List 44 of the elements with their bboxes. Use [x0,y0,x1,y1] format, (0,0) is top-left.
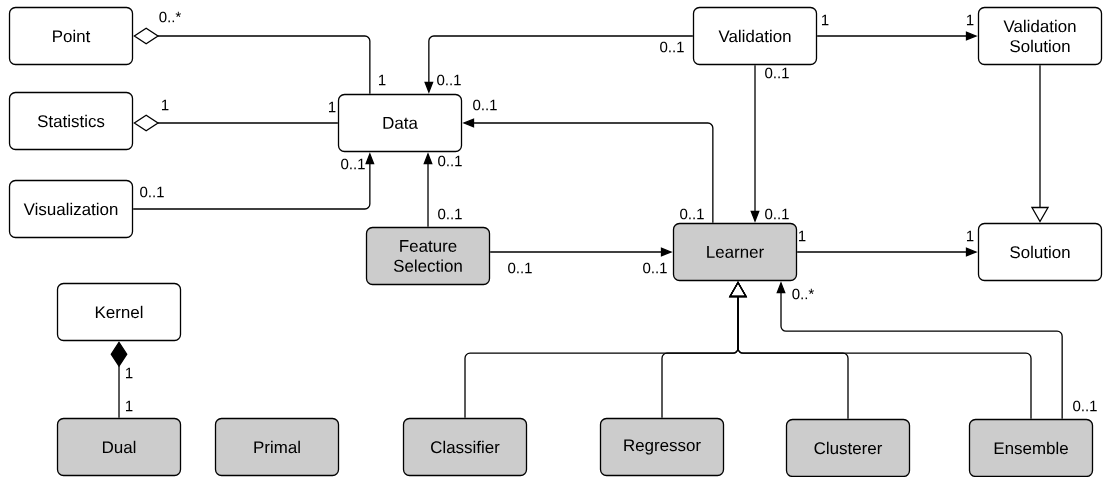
multiplicity-label: 0..1 [341,158,365,170]
multiplicity-label: 1 [967,230,974,242]
class-box: Learner [672,222,798,282]
multiplicity-label: 0..1 [438,155,462,167]
multiplicity-label: 0..* [792,288,814,300]
class-box: Visualization [8,179,134,239]
aggregation-line [133,114,339,132]
multiplicity-label: 0..1 [643,262,667,274]
class-box: Ensemble [968,418,1094,477]
multiplicity-label: 0..* [159,11,181,23]
composition-line [110,341,128,419]
multiplicity-label: 1 [329,101,336,113]
multiplicity-label: 1 [126,367,133,379]
class-box: Point [8,6,134,66]
multiplicity-label: 0..1 [1073,400,1097,412]
multiplicity-label: 1 [799,230,806,242]
class-box: Solution [977,222,1103,282]
class-box: Validation Solution [977,6,1103,66]
class-box: Statistics [8,91,134,151]
class-box: Regressor [599,417,725,477]
class-box: Dual [56,417,182,477]
multiplicity-label: 0..1 [508,262,532,274]
multiplicity-label: 0..1 [680,208,704,220]
aggregation-line [133,27,371,95]
class-box: Data [337,93,463,153]
class-box: Kernel [56,282,182,342]
multiplicity-label: 0..1 [140,186,164,198]
generalization-arrow [728,281,1032,420]
class-box: Clusterer [785,418,911,477]
multiplicity-label: 0..1 [765,208,789,220]
class-box: Primal [214,417,340,477]
multiplicity-label: 0..1 [437,74,461,86]
class-box: Validation [692,6,818,66]
multiplicity-label: 1 [967,14,974,26]
multiplicity-label: 1 [126,400,133,412]
multiplicity-label: 0..1 [765,67,789,79]
class-box: Classifier [402,417,528,477]
multiplicity-label: 1 [162,99,169,111]
class-box: Feature Selection [365,226,491,286]
multiplicity-label: 1 [379,74,386,86]
multiplicity-label: 1 [822,14,829,26]
multiplicity-label: 0..1 [473,99,497,111]
multiplicity-label: 0..1 [438,208,462,220]
multiplicity-label: 0..1 [660,41,684,53]
